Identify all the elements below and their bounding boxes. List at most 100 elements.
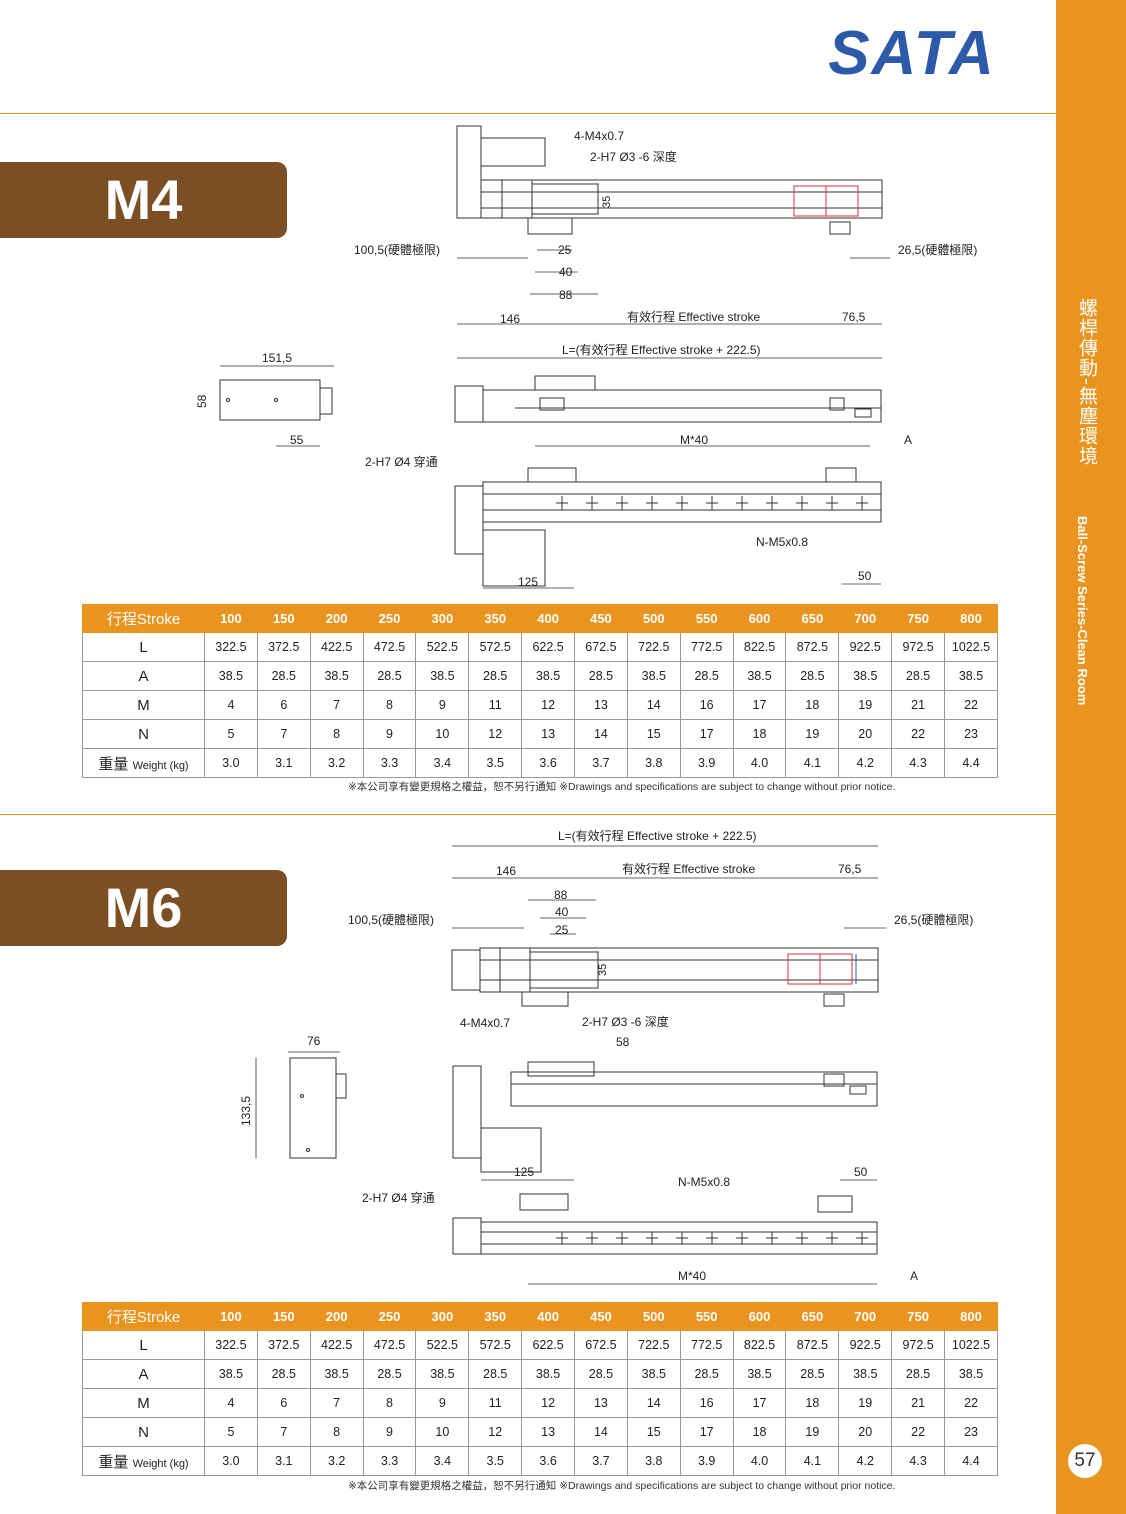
- logo-text: SATA: [828, 20, 996, 80]
- table-cell: 14: [574, 719, 628, 749]
- table-cell: 722.5: [626, 1330, 681, 1360]
- m6-effective-stroke: 有效行程 Effective stroke: [622, 861, 755, 876]
- table-header-row: 行程Stroke 100 150 200 250 300 350 400 450…: [82, 1302, 998, 1331]
- row-label: L: [82, 1330, 205, 1360]
- table-cell: 22: [891, 1417, 946, 1447]
- table-row: 重量 Weight (kg) 3.0 3.1 3.2 3.3 3.4 3.5 3…: [82, 748, 998, 778]
- table-cell: 4: [204, 1388, 258, 1418]
- table-cell: 3.2: [309, 748, 364, 778]
- table-cell: 8: [362, 690, 417, 720]
- table-cell: 672.5: [574, 1330, 628, 1360]
- table-cell: 3.3: [362, 748, 417, 778]
- table-cell: 38.5: [944, 661, 998, 691]
- table-cell: 18: [785, 1388, 840, 1418]
- sata-logo: SATA: [828, 20, 996, 80]
- table-cell: 8: [309, 719, 364, 749]
- weight-unit: Weight (kg): [132, 1457, 189, 1470]
- table-cell: 622.5: [521, 1330, 576, 1360]
- table-cell: 28.5: [785, 1359, 840, 1389]
- table-cell: 3.3: [362, 1446, 417, 1476]
- m4-drawing: 4-M4x0.7 2-H7 Ø3 -6 深度 35 100,5(硬體極限) 26…: [195, 125, 977, 589]
- row-label-weight: 重量 Weight (kg): [82, 1446, 205, 1476]
- table-cell: 3.4: [415, 748, 470, 778]
- table-cell: 38.5: [415, 661, 470, 691]
- table-cell: 4.2: [838, 748, 893, 778]
- m6-dim-58: 58: [616, 1035, 630, 1049]
- row-label: N: [82, 719, 205, 749]
- stroke-col: 500: [626, 1302, 681, 1331]
- table-cell: 38.5: [309, 1359, 364, 1389]
- table-cell: 16: [679, 1388, 734, 1418]
- m4-hard-limit-right: 26,5(硬體極限): [898, 242, 977, 257]
- table-row: M 4 6 7 8 9 11 12 13 14 16 17 18 19 21 2…: [82, 1388, 998, 1418]
- table-cell: 38.5: [415, 1359, 470, 1389]
- sidebar-title-en: Ball-Screw Series-Clean Room: [1075, 516, 1090, 706]
- m4-dim-146: 146: [500, 312, 520, 326]
- table-cell: 38.5: [838, 1359, 893, 1389]
- table-cell: 322.5: [204, 632, 258, 662]
- table-cell: 1022.5: [944, 632, 998, 662]
- weight-label: 重量: [98, 755, 129, 773]
- table-cell: 622.5: [521, 632, 576, 662]
- table-cell: 4.3: [891, 1446, 946, 1476]
- table-cell: 772.5: [679, 632, 734, 662]
- table-cell: 15: [626, 1417, 681, 1447]
- table-row: N 5 7 8 9 10 12 13 14 15 17 18 19 20 22 …: [82, 1417, 998, 1447]
- table-cell: 872.5: [785, 1330, 840, 1360]
- stroke-col: 800: [944, 1302, 998, 1331]
- table-cell: 872.5: [785, 632, 840, 662]
- table-cell: 11: [468, 1388, 523, 1418]
- table-cell: 12: [468, 1417, 523, 1447]
- table-cell: 4.4: [944, 748, 998, 778]
- table-cell: 572.5: [468, 632, 523, 662]
- stroke-col: 600: [732, 604, 787, 633]
- table-cell: 3.5: [468, 1446, 523, 1476]
- table-cell: 12: [521, 690, 576, 720]
- row-label: M: [82, 1388, 205, 1418]
- table-cell: 23: [944, 719, 998, 749]
- table-cell: 12: [468, 719, 523, 749]
- table-cell: 7: [256, 719, 311, 749]
- table-cell: 6: [256, 1388, 311, 1418]
- table-cell: 38.5: [521, 1359, 576, 1389]
- stroke-header: 行程Stroke: [82, 1302, 205, 1331]
- m6-end-height: 133,5: [239, 1096, 253, 1126]
- section-divider-top: [0, 113, 1056, 114]
- sidebar-band: [1056, 0, 1126, 1514]
- table-cell: 38.5: [626, 1359, 681, 1389]
- stroke-col: 550: [679, 1302, 734, 1331]
- table-cell: 28.5: [574, 1359, 628, 1389]
- m4-dim-88: 88: [559, 288, 573, 302]
- table-cell: 23: [944, 1417, 998, 1447]
- table-cell: 3.4: [415, 1446, 470, 1476]
- table-cell: 3.1: [256, 1446, 311, 1476]
- stroke-col: 300: [415, 604, 470, 633]
- table-cell: 3.9: [679, 1446, 734, 1476]
- m4-top-hole-spec: 4-M4x0.7: [574, 129, 624, 143]
- table-cell: 4.0: [732, 1446, 787, 1476]
- table-cell: 422.5: [309, 1330, 364, 1360]
- m4-pin-hole-spec: 2-H7 Ø3 -6 深度: [590, 149, 677, 164]
- model-tab-m4: M4: [0, 162, 287, 238]
- stroke-col: 250: [362, 1302, 417, 1331]
- m4-dim-35: 35: [601, 196, 613, 208]
- stroke-col: 350: [468, 604, 523, 633]
- table-cell: 4.3: [891, 748, 946, 778]
- table-cell: 9: [415, 1388, 470, 1418]
- table-cell: 372.5: [256, 1330, 311, 1360]
- stroke-col: 700: [838, 1302, 893, 1331]
- table-cell: 372.5: [256, 632, 311, 662]
- table-cell: 11: [468, 690, 523, 720]
- table-cell: 5: [204, 1417, 258, 1447]
- table-cell: 3.8: [626, 1446, 681, 1476]
- table-cell: 722.5: [626, 632, 681, 662]
- table-cell: 28.5: [891, 1359, 946, 1389]
- stroke-col: 650: [785, 604, 840, 633]
- table-cell: 28.5: [256, 1359, 311, 1389]
- m4-a-label: A: [904, 433, 912, 447]
- table-cell: 38.5: [204, 1359, 258, 1389]
- m4-end-55: 55: [290, 433, 304, 447]
- table-cell: 14: [574, 1417, 628, 1447]
- table-cell: 28.5: [468, 661, 523, 691]
- table-cell: 20: [838, 1417, 893, 1447]
